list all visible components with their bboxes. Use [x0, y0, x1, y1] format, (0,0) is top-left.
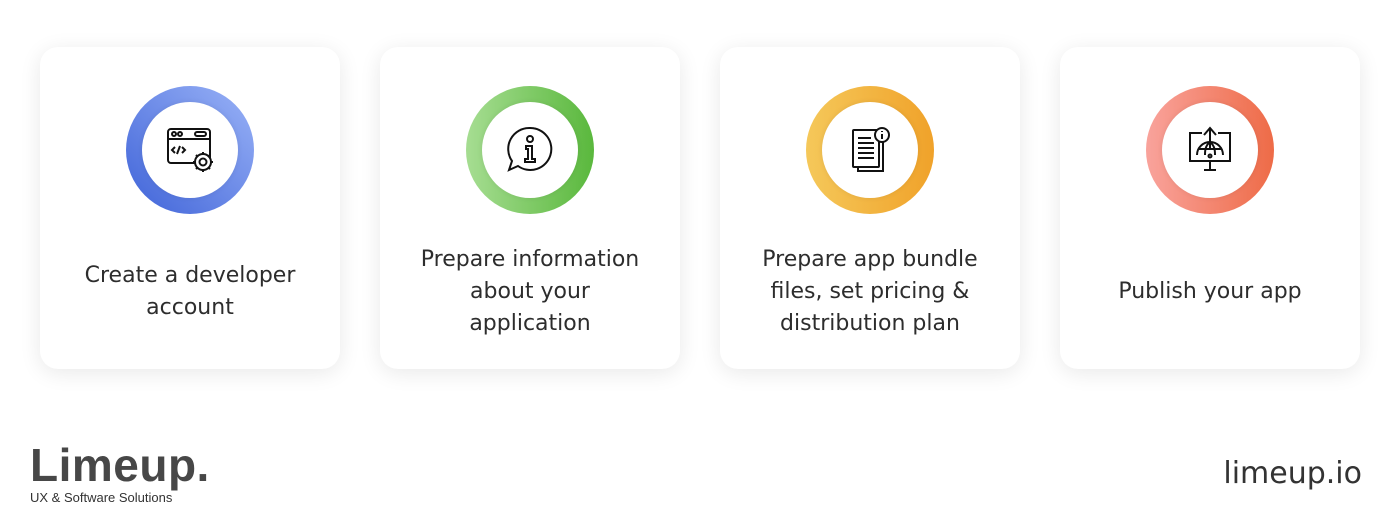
step-card-prepare-info: Prepare information about your applicati… [380, 47, 680, 369]
website-url: limeup.io [1223, 456, 1362, 491]
code-window-gear-icon [167, 128, 213, 172]
step-card-prepare-bundle: Prepare app bundle files, set pricing & … [720, 47, 1020, 369]
step-card-publish: Publish your app [1060, 47, 1360, 369]
logo-tagline: UX & Software Solutions [30, 490, 173, 505]
icon-ring [806, 86, 934, 214]
limeup-logo: Limeup. UX & Software Solutions [30, 440, 210, 505]
icon-ring [126, 86, 254, 214]
icon-ring [1146, 86, 1274, 214]
monitor-globe-upload-icon [1189, 126, 1231, 171]
logo-wordmark: Limeup. [30, 439, 210, 491]
info-speech-bubble-icon [507, 126, 553, 172]
step-label: Prepare information about your applicati… [420, 247, 640, 336]
step-card-create-account: Create a developer account [40, 47, 340, 369]
icon-ring [466, 86, 594, 214]
document-info-icon [852, 127, 890, 172]
step-label: Create a developer account [84, 263, 296, 320]
step-label: Prepare app bundle files, set pricing & … [762, 247, 978, 336]
step-label: Publish your app [1118, 279, 1302, 304]
